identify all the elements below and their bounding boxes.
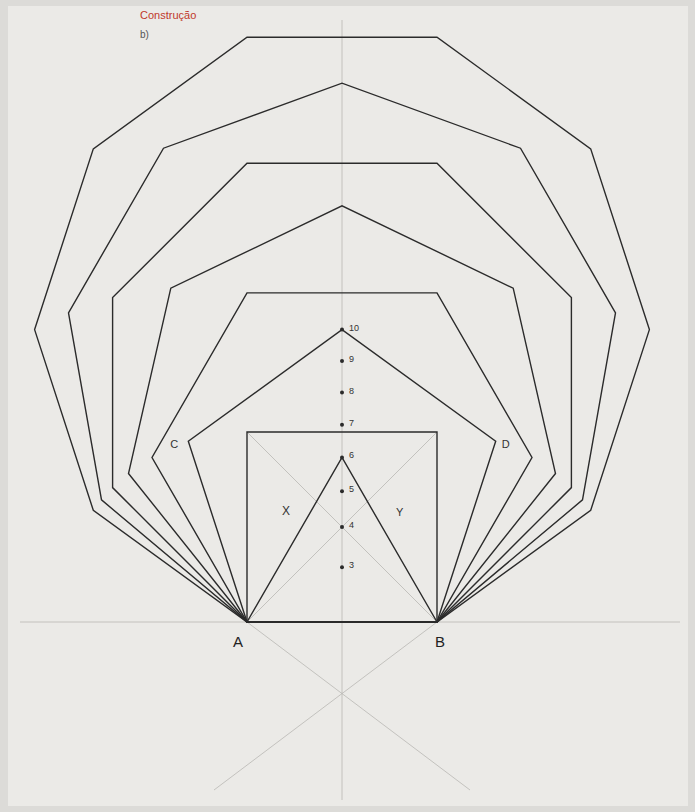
center-number: 8 xyxy=(349,387,354,396)
center-number: 5 xyxy=(349,485,354,494)
construction-lines xyxy=(20,20,680,800)
center-number: 9 xyxy=(349,355,354,364)
center-dot xyxy=(340,359,344,363)
polygon-outline xyxy=(247,432,437,622)
center-number: 10 xyxy=(349,324,359,333)
polygon-outline xyxy=(188,330,495,622)
point-label: A xyxy=(233,634,243,649)
point-label: Y xyxy=(396,507,403,518)
polygon-outline xyxy=(152,293,532,622)
center-dot xyxy=(340,328,344,332)
center-dot xyxy=(340,565,344,569)
regular-polygons xyxy=(35,37,650,622)
polygon-outline xyxy=(247,458,437,623)
point-label: X xyxy=(282,505,290,517)
polygon-outline xyxy=(113,163,572,622)
polygon-outline xyxy=(129,206,556,622)
center-number: 6 xyxy=(349,451,354,460)
polygon-outline xyxy=(35,37,650,622)
part-note: b) xyxy=(140,30,149,40)
center-dot xyxy=(340,456,344,460)
center-dot xyxy=(340,423,344,427)
center-dot xyxy=(340,489,344,493)
center-number: 4 xyxy=(349,521,354,530)
paper-sheet xyxy=(8,6,688,806)
center-number: 3 xyxy=(349,561,354,570)
polygon-outline xyxy=(69,83,616,622)
center-dot xyxy=(340,391,344,395)
point-label: B xyxy=(435,634,445,649)
center-number: 7 xyxy=(349,419,354,428)
point-label: C xyxy=(170,439,178,450)
point-label: D xyxy=(502,439,510,450)
heading-note: Construção xyxy=(140,10,196,21)
center-dot xyxy=(340,525,344,529)
center-points xyxy=(340,328,344,570)
